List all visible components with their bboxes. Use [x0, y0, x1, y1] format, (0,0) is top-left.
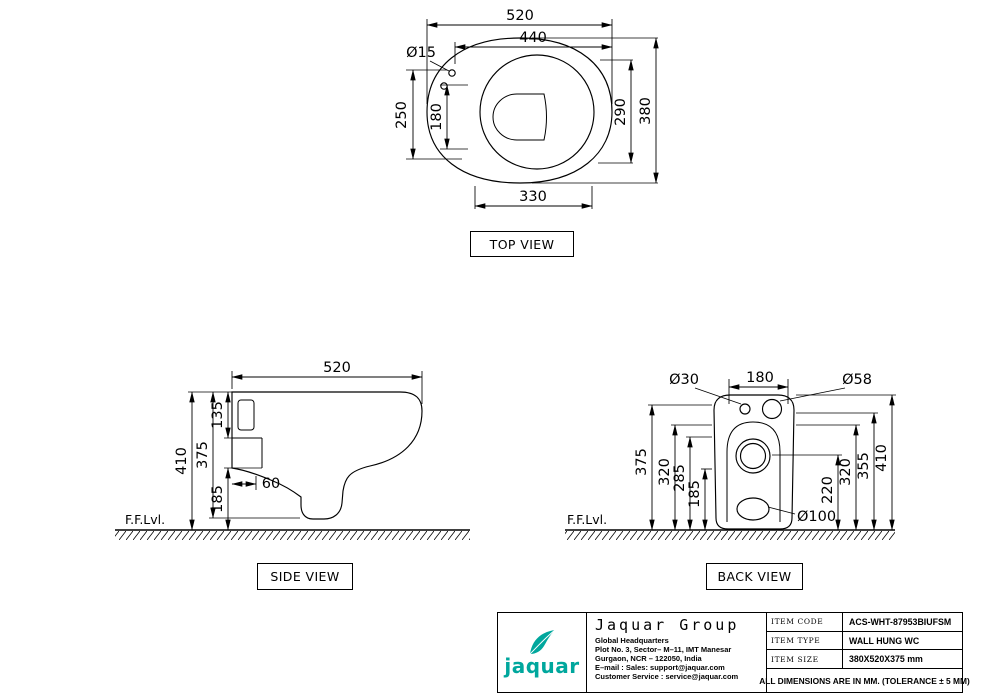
side-view-caption: SIDE VIEW — [257, 563, 353, 590]
wc-seat-opening — [479, 54, 595, 170]
back-dim-285: 285 — [672, 464, 688, 492]
side-view-drawing: 520 410 375 135 185 60 F.F.Lvl. — [115, 360, 470, 540]
brand-logo: jaquar — [498, 613, 587, 692]
back-dim-355: 355 — [856, 452, 872, 480]
bowl-arch — [726, 421, 781, 522]
side-dim-410: 410 — [174, 447, 190, 475]
back-dim-180: 180 — [746, 370, 774, 386]
address-line: Global Headquarters — [595, 636, 669, 645]
item-size-value: 380X520X375 mm — [849, 654, 923, 665]
title-block: jaquar Jaquar Group Global Headquarters … — [497, 612, 970, 693]
side-dim-60: 60 — [262, 476, 280, 492]
back-dim-d30: Ø30 — [669, 372, 699, 388]
side-dim-375: 375 — [195, 441, 211, 469]
address-line: E–mail : Sales: support@jaquar.com — [595, 663, 725, 672]
mounting-hole-small — [739, 403, 751, 415]
back-dim-320-left: 320 — [657, 458, 673, 486]
leader-line — [779, 387, 846, 402]
item-table: ITEM CODE ACS-WHT-87953BIUFSM ITEM TYPE … — [759, 613, 970, 692]
company-info: Jaquar Group Global Headquarters Plot No… — [587, 613, 767, 692]
back-view-caption-text: BACK VIEW — [717, 569, 792, 584]
top-dim-290: 290 — [613, 98, 629, 126]
top-view-drawing: 520 440 Ø15 250 180 290 380 330 — [394, 8, 659, 209]
mounting-hole-large — [761, 398, 783, 420]
item-code-value: ACS-WHT-87953BIUFSM — [849, 616, 952, 627]
side-view-caption-text: SIDE VIEW — [270, 569, 340, 584]
top-dim-380: 380 — [638, 97, 654, 125]
top-dim-330: 330 — [519, 189, 547, 205]
table-row: ITEM TYPE WALL HUNG WC — [767, 631, 962, 651]
item-type-key: ITEM TYPE — [767, 631, 843, 650]
top-dim-440: 440 — [519, 30, 547, 46]
side-dim-135: 135 — [210, 401, 226, 429]
back-view-drawing: Ø30 180 Ø58 375 320 285 185 220 320 355 … — [565, 370, 896, 540]
address-line: Customer Service : service@jaquar.com — [595, 672, 739, 681]
wc-side-outline — [231, 391, 423, 520]
top-dim-520: 520 — [506, 8, 534, 24]
top-view-caption-text: TOP VIEW — [489, 236, 555, 252]
item-type-value: WALL HUNG WC — [849, 635, 920, 646]
wc-flush-area — [492, 93, 547, 141]
top-dim-250: 250 — [394, 101, 410, 129]
top-dim-180: 180 — [429, 103, 445, 131]
outlet-oval — [736, 497, 770, 521]
floor-hatch — [565, 531, 895, 540]
item-size-key: ITEM SIZE — [767, 650, 843, 669]
back-ffl-label: F.F.Lvl. — [567, 512, 607, 527]
leader-line — [429, 60, 450, 72]
brand-logo-text: jaquar — [504, 654, 580, 678]
address-line: Gurgaon, NCR – 122050, India — [595, 654, 702, 663]
floor-hatch — [115, 531, 470, 540]
side-dim-185: 185 — [210, 485, 226, 513]
top-view-caption: TOP VIEW — [470, 231, 574, 257]
leader-line — [767, 506, 796, 515]
jaquar-leaf-icon — [529, 629, 556, 655]
back-dim-d100: Ø100 — [797, 509, 836, 525]
back-view-caption: BACK VIEW — [706, 563, 803, 590]
leader-line — [694, 387, 742, 405]
top-dim-d15: Ø15 — [406, 45, 436, 61]
table-row: ITEM SIZE 380X520X375 mm — [767, 650, 962, 670]
back-dim-410: 410 — [874, 444, 890, 472]
item-code-key: ITEM CODE — [767, 613, 843, 631]
tolerance-note: ALL DIMENSIONS ARE IN MM. (TOLERANCE ± 5… — [759, 675, 970, 686]
seat-hinge-hole — [440, 82, 448, 90]
back-dim-185: 185 — [687, 480, 703, 508]
back-dim-220: 220 — [820, 476, 836, 504]
seat-hinge-hole — [448, 69, 456, 77]
address-line: Plot No. 3, Sector– M–11, IMT Manesar — [595, 645, 732, 654]
back-dim-d58: Ø58 — [842, 372, 872, 388]
back-dim-375: 375 — [634, 448, 650, 476]
drain-circle-inner — [739, 442, 767, 470]
company-name: Jaquar Group — [595, 616, 740, 634]
flush-inlet — [237, 399, 255, 431]
table-row: ITEM CODE ACS-WHT-87953BIUFSM — [767, 613, 962, 632]
side-ffl-label: F.F.Lvl. — [125, 512, 165, 527]
side-dim-520: 520 — [323, 360, 351, 376]
back-dim-320-right: 320 — [838, 458, 854, 486]
